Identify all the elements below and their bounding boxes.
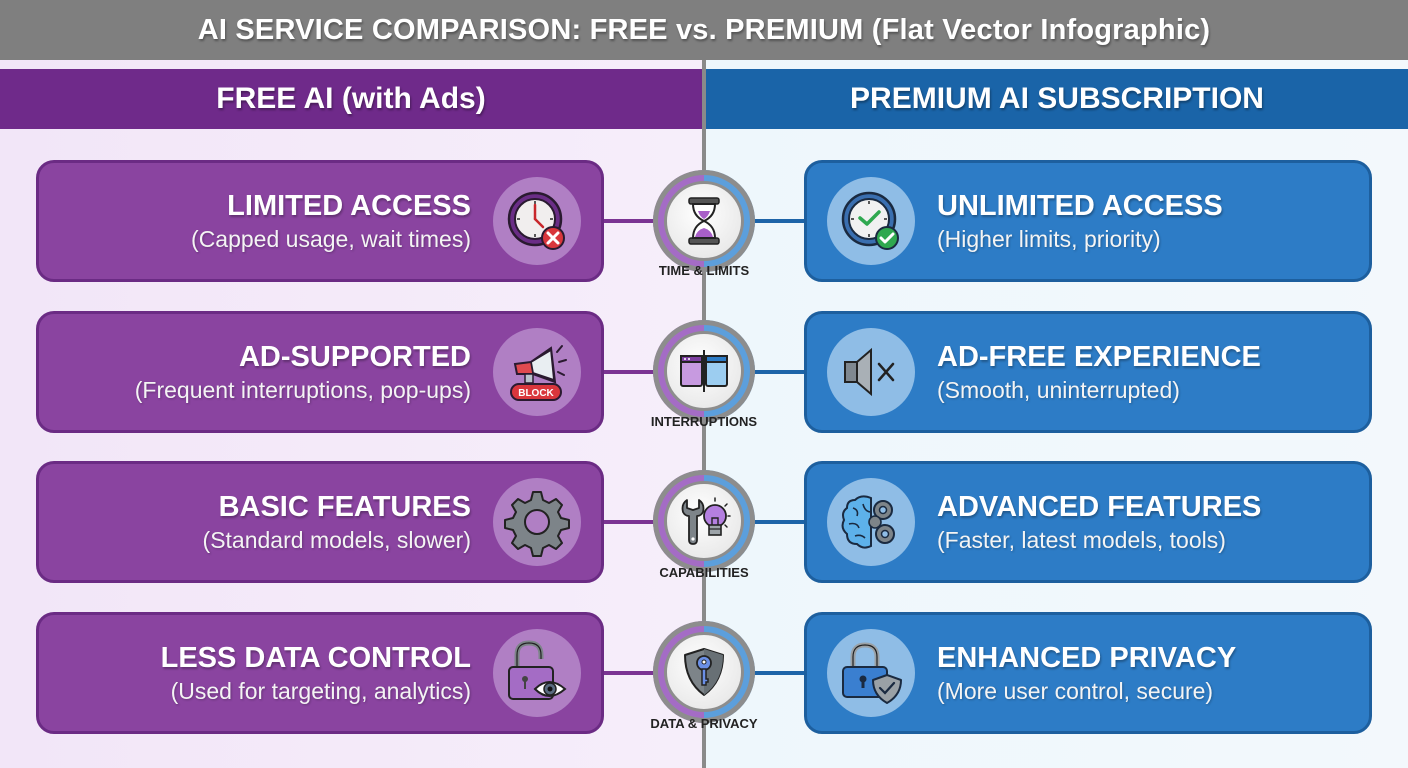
connector-left [604, 370, 656, 374]
connector-left [604, 671, 656, 675]
split-windows-icon [680, 350, 728, 392]
premium-column-title: PREMIUM AI SUBSCRIPTION [850, 82, 1264, 115]
category-label: INTERRUPTIONS [650, 414, 758, 429]
free-card-less-data-control: LESS DATA CONTROL (Used for targeting, a… [36, 612, 604, 734]
page-title: AI SERVICE COMPARISON: FREE vs. PREMIUM … [197, 13, 1211, 46]
speaker-muted-icon [827, 328, 915, 416]
shield-key-icon [684, 648, 724, 696]
hourglass-icon [688, 197, 720, 245]
lock-shield-icon [827, 629, 915, 717]
unlocked-eye-icon [493, 629, 581, 717]
connector-left [604, 219, 656, 223]
premium-card-advanced-features: ADVANCED FEATURES (Faster, latest models… [804, 461, 1372, 583]
premium-card-ad-free: AD-FREE EXPERIENCE (Smooth, uninterrupte… [804, 311, 1372, 433]
card-subtitle: (More user control, secure) [937, 678, 1214, 704]
premium-card-unlimited-access: UNLIMITED ACCESS (Higher limits, priorit… [804, 160, 1372, 282]
card-title: AD-FREE EXPERIENCE [937, 341, 1261, 373]
premium-card-enhanced-privacy: ENHANCED PRIVACY (More user control, sec… [804, 612, 1372, 734]
card-subtitle: (Used for targeting, analytics) [170, 678, 471, 704]
card-subtitle: (Frequent interruptions, pop-ups) [134, 377, 471, 403]
card-title: ENHANCED PRIVACY [937, 642, 1237, 674]
connector-right [752, 520, 804, 524]
category-label: CAPABILITIES [659, 565, 749, 580]
card-subtitle: (Capped usage, wait times) [191, 226, 471, 252]
card-subtitle: (Smooth, uninterrupted) [937, 377, 1180, 403]
clock-check-icon [827, 177, 915, 265]
card-title: BASIC FEATURES [218, 491, 471, 523]
category-hub-interruptions [653, 320, 755, 422]
category-hub-data-privacy [653, 621, 755, 723]
free-card-limited-access: LIMITED ACCESS (Capped usage, wait times… [36, 160, 604, 282]
megaphone-block-icon: BLOCK [493, 328, 581, 416]
card-subtitle: (Faster, latest models, tools) [937, 527, 1226, 553]
category-label: DATA & PRIVACY [650, 716, 758, 731]
connector-right [752, 219, 804, 223]
category-label: TIME & LIMITS [658, 263, 750, 278]
free-card-basic-features: BASIC FEATURES (Standard models, slower) [36, 461, 604, 583]
gear-icon [493, 478, 581, 566]
card-title: LESS DATA CONTROL [160, 642, 471, 674]
free-column-header: FREE AI (with Ads) [0, 69, 702, 129]
premium-column-header: PREMIUM AI SUBSCRIPTION [706, 69, 1408, 129]
card-subtitle: (Standard models, slower) [202, 527, 471, 553]
clock-x-icon [493, 177, 581, 265]
block-badge: BLOCK [518, 388, 554, 399]
card-title: LIMITED ACCESS [227, 190, 471, 222]
connector-right [752, 671, 804, 675]
free-column-title: FREE AI (with Ads) [216, 82, 486, 115]
card-title: UNLIMITED ACCESS [937, 190, 1223, 222]
card-title: ADVANCED FEATURES [937, 491, 1262, 523]
free-card-ad-supported: AD-SUPPORTED (Frequent interruptions, po… [36, 311, 604, 433]
card-subtitle: (Higher limits, priority) [937, 226, 1161, 252]
title-bar: AI SERVICE COMPARISON: FREE vs. PREMIUM … [0, 0, 1408, 60]
brain-gears-icon [827, 478, 915, 566]
category-hub-capabilities [653, 470, 755, 572]
wrench-lightbulb-icon [681, 497, 731, 545]
category-hub-time-limits [653, 170, 755, 272]
card-title: AD-SUPPORTED [238, 341, 471, 373]
connector-right [752, 370, 804, 374]
connector-left [604, 520, 656, 524]
